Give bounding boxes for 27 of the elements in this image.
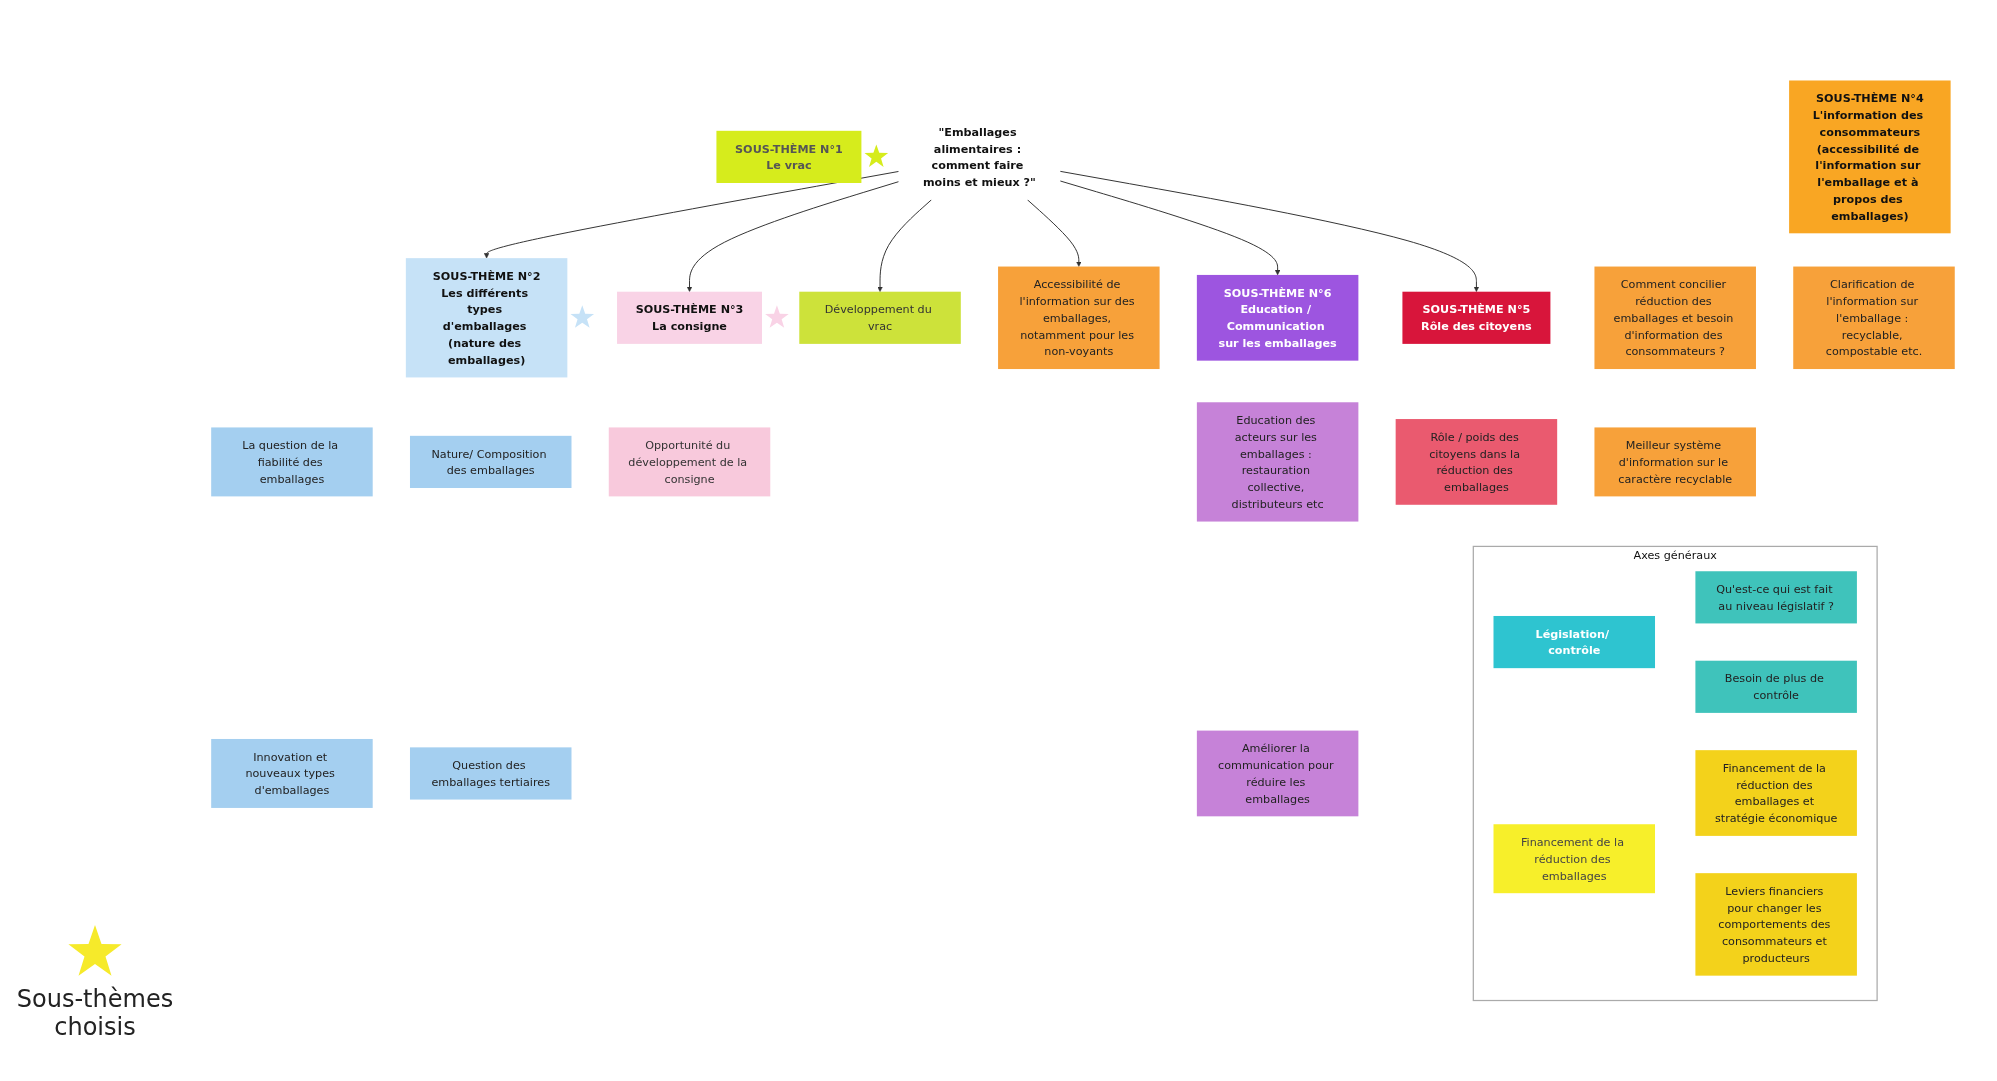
node-box: Comment concilier réduction des emballages et besoin d'information des consommateurs ?: [1594, 266, 1756, 370]
node-box: Clarification de l'information sur l'emballage : recyclable, compostable etc.: [1793, 266, 1955, 370]
node-box: Améliorer la communication pour réduire les emballages: [1196, 730, 1359, 817]
node-box: SOUS-THÈME N°3 La consigne: [617, 291, 762, 344]
node-box: SOUS-THÈME N°6 Education / Communication sur les emballages: [1196, 274, 1359, 361]
node-box: La question de la fiabilité des emballages: [211, 427, 373, 497]
node-box: Développement du vrac: [799, 291, 961, 344]
node-box: Meilleur système d'information sur le caractère recyclable: [1594, 427, 1756, 497]
node-box: Question des emballages tertiaires: [409, 747, 572, 800]
node-box: SOUS-THÈME N°2 Les différents types d'emballages (nature des emballages): [405, 258, 568, 378]
node-box: SOUS-THÈME N°5 Rôle des citoyens: [1402, 291, 1551, 344]
node-box: Nature/ Composition des emballages: [409, 435, 572, 488]
node-text: "Emballages alimentaires : comment faire moins et mieux ?": [922, 125, 1036, 189]
node-box: Innovation et nouveaux types d'emballages: [211, 739, 373, 808]
legend-text: Sous-thèmes choisis: [15, 985, 175, 1041]
node-box: Leviers financiers pour changer les comportements des consommateurs et producteurs: [1695, 873, 1857, 976]
node-box: SOUS-THÈME N°4 L'information des consommateurs (accessibilité de l'information sur l'emballage et à propos des emballages): [1789, 80, 1951, 234]
node-box: Rôle / poids des citoyens dans la réduction des emballages: [1395, 419, 1558, 505]
node-box: SOUS-THÈME N°1 Le vrac: [716, 130, 862, 183]
node-box: Accessibilité de l'information sur des emballages, notamment pour les non-voyants: [998, 266, 1160, 370]
node-box: Education des acteurs sur les emballages : restauration collective, distributeurs etc: [1196, 402, 1359, 522]
node-box: Qu'est-ce qui est fait au niveau législatif ?: [1695, 571, 1857, 624]
node-box: Financement de la réduction des emballages: [1493, 824, 1655, 894]
node-box: Besoin de plus de contrôle: [1695, 660, 1857, 713]
node-box: Opportunité du développement de la consigne: [608, 427, 771, 497]
node-box: Financement de la réduction des emballages et stratégie économique: [1695, 750, 1857, 836]
node-box: Législation/ contrôle: [1493, 616, 1655, 669]
